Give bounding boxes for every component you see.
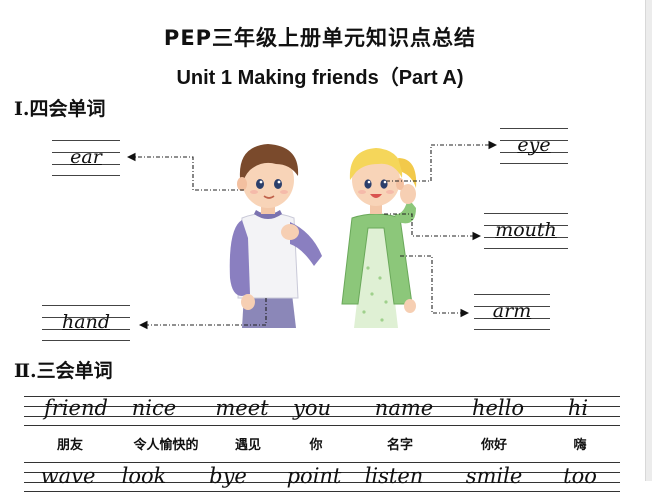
section-heading-three-skill-words: Ⅱ.三会单词 (14, 360, 113, 382)
word-box-ear: ear (52, 140, 120, 176)
meaning-friend: 朋友 (56, 438, 83, 453)
word-box-eye: eye (500, 128, 568, 164)
word-point: point (286, 464, 342, 488)
word-smile: smile (465, 464, 523, 488)
word-box-arm: arm (474, 294, 550, 330)
meaning-hi: 嗨 (573, 438, 587, 453)
meaning-you: 你 (309, 438, 323, 453)
word-hi: hi (567, 396, 589, 420)
word-name: name (374, 396, 434, 420)
page-title: PEP三年级上册单元知识点总结 (163, 26, 477, 50)
word-listen: listen (364, 464, 424, 488)
word-ear: ear (70, 146, 102, 168)
meaning-nice: 令人愉快的 (133, 438, 199, 453)
boy-figure (229, 144, 322, 328)
word-hello: hello (471, 396, 525, 420)
word-bye: bye (209, 464, 247, 488)
word-mouth: mouth (495, 219, 557, 241)
meaning-hello: 你好 (480, 438, 507, 453)
boy-and-girl-illustration (229, 144, 417, 328)
word-meet: meet (215, 396, 269, 420)
word-too: too (563, 464, 597, 488)
word-look: look (121, 464, 167, 488)
word-friend: friend (44, 396, 108, 420)
girl-figure (341, 148, 417, 328)
word-arm: arm (492, 300, 532, 322)
word-you: you (292, 396, 332, 420)
word-wave: wave (40, 464, 96, 488)
word-eye: eye (517, 134, 551, 156)
page-subtitle: Unit 1 Making friends（Part A) (176, 67, 464, 89)
word-hand: hand (62, 311, 110, 333)
section-heading-four-skill-words: Ⅰ.四会单词 (14, 98, 106, 120)
writing-line-row-1 (24, 396, 620, 426)
scrollbar-track[interactable] (645, 0, 652, 481)
meaning-meet: 遇见 (234, 438, 261, 453)
word-nice: nice (131, 396, 177, 420)
word-box-mouth: mouth (484, 213, 568, 249)
meaning-name: 名字 (386, 438, 413, 453)
word-box-hand: hand (42, 305, 130, 341)
